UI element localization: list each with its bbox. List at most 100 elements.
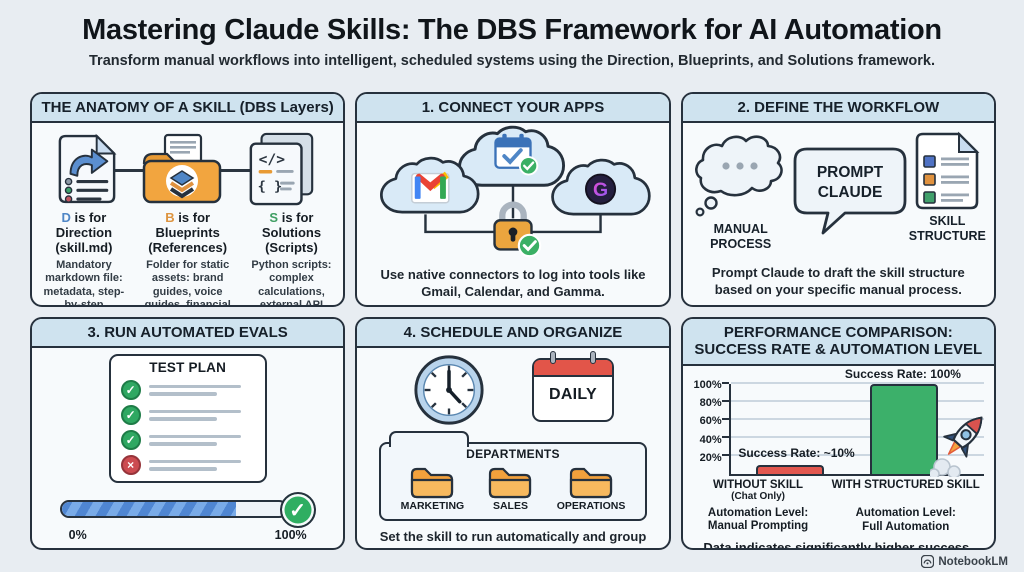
define-figures-row: MANUAL PROCESS PROMPT CLAUDE bbox=[683, 123, 994, 253]
evals-caption: Claude generates test cases to verify th… bbox=[32, 547, 343, 548]
y-tick-label: 20% bbox=[699, 452, 722, 465]
folder-layers-icon bbox=[142, 134, 221, 204]
chart-plot-area: Success Rate: ~10% Success Rate: 100% bbox=[721, 367, 984, 477]
test-plan-card: TEST PLAN ✓✓✓× bbox=[108, 354, 267, 484]
progress-start-label: 0% bbox=[68, 528, 87, 543]
panel-connect: 1. CONNECT YOUR APPS bbox=[355, 92, 671, 307]
department-label: OPERATIONS bbox=[556, 500, 626, 513]
category-with-skill: WITH STRUCTURED SKILL Automation Level: … bbox=[831, 478, 980, 533]
progress-end-label: 100% bbox=[274, 528, 307, 543]
progress-track bbox=[59, 500, 288, 519]
bar-with-skill bbox=[869, 383, 939, 474]
panel-connect-title: 1. CONNECT YOUR APPS bbox=[357, 94, 669, 124]
cloud-diagram: G bbox=[357, 123, 668, 265]
check-icon: ✓ bbox=[120, 380, 141, 401]
folder-icon bbox=[489, 468, 532, 499]
anatomy-labels-row: D is for Direction(skill.md) Mandatory m… bbox=[32, 210, 343, 307]
skill-structure-label: SKILL STRUCTURE bbox=[908, 214, 986, 243]
gridline bbox=[721, 453, 984, 456]
page-subtitle: Transform manual workflows into intellig… bbox=[89, 53, 935, 69]
check-icon: ✓ bbox=[120, 430, 141, 451]
manual-process-figure: MANUAL PROCESS bbox=[691, 131, 791, 251]
page-title: Mastering Claude Skills: The DBS Framewo… bbox=[82, 14, 942, 46]
gridline bbox=[721, 417, 984, 420]
speech-bubble-icon: PROMPT CLAUDE bbox=[793, 147, 907, 235]
rocket-icon bbox=[930, 416, 983, 477]
departments-row: MARKETING SALES OPERATIONS bbox=[389, 463, 637, 512]
y-axis-labels: 100% 80% 60% 40% 20% bbox=[689, 379, 729, 476]
test-row-lines bbox=[148, 459, 241, 471]
panel-evals-title: 3. RUN AUTOMATED EVALS bbox=[32, 319, 344, 349]
test-row-lines bbox=[148, 384, 241, 396]
y-tick-label: 40% bbox=[699, 433, 722, 446]
calendar-check-icon bbox=[494, 133, 539, 176]
svg-text:</>: </> bbox=[259, 151, 286, 168]
departments-title: DEPARTMENTS bbox=[466, 447, 560, 462]
define-caption: Prompt Claude to draft the skill structu… bbox=[711, 265, 965, 297]
thought-bubble-icon bbox=[694, 135, 783, 217]
watermark-label: NotebookLM bbox=[938, 555, 1008, 568]
panel-define-title: 2. DEFINE THE WORKFLOW bbox=[682, 94, 994, 124]
skill-structure-doc-icon bbox=[916, 131, 980, 210]
panel-performance-title: PERFORMANCE COMPARISON: SUCCESS RATE & A… bbox=[682, 319, 994, 366]
category-without-skill: WITHOUT SKILL (Chat Only) Automation Lev… bbox=[707, 478, 809, 533]
test-plan-list: ✓✓✓× bbox=[120, 380, 255, 476]
performance-caption: Data indicates significantly higher succ… bbox=[703, 539, 970, 550]
gmail-icon bbox=[411, 171, 450, 204]
y-tick-label: 100% bbox=[693, 378, 722, 391]
progress-fill bbox=[61, 502, 237, 517]
test-plan-row: ✓ bbox=[120, 430, 255, 451]
schedule-caption: Set the skill to run automatically and g… bbox=[379, 529, 647, 548]
department-folder: MARKETING bbox=[400, 463, 465, 513]
folder-icon bbox=[569, 468, 613, 499]
bar-without-skill bbox=[755, 464, 825, 474]
panel-grid: THE ANATOMY OF A SKILL (DBS Layers) bbox=[30, 92, 996, 550]
svg-text:{ }: { } bbox=[258, 179, 283, 195]
gridline bbox=[721, 435, 984, 438]
calendar-header bbox=[533, 360, 612, 378]
departments-folder: DEPARTMENTS MARKETING SALES OPERATIONS bbox=[378, 431, 647, 522]
department-label: MARKETING bbox=[400, 500, 465, 513]
gridline bbox=[721, 381, 984, 384]
y-tick-label: 80% bbox=[699, 396, 722, 409]
manual-process-label: MANUAL PROCESS bbox=[710, 222, 772, 251]
anatomy-item-solutions: S is for Solutions(Scripts) Python scrip… bbox=[251, 210, 332, 307]
test-plan-title: TEST PLAN bbox=[149, 360, 227, 376]
gamma-icon: G bbox=[584, 173, 617, 205]
lock-icon bbox=[493, 201, 542, 258]
notebooklm-icon bbox=[921, 555, 935, 568]
code-file-icon: </> { } bbox=[250, 133, 314, 206]
folder-icon bbox=[411, 468, 454, 499]
annotation-without-skill: Success Rate: ~10% bbox=[738, 445, 855, 460]
department-folder: OPERATIONS bbox=[556, 463, 626, 513]
page-header: Mastering Claude Skills: The DBS Framewo… bbox=[0, 0, 1024, 69]
anatomy-item-blueprints: B is for Blueprints(References) Folder f… bbox=[144, 210, 231, 307]
skill-structure-figure: SKILL STRUCTURE bbox=[909, 131, 986, 243]
clock-icon bbox=[414, 355, 484, 425]
test-row-lines bbox=[148, 434, 241, 446]
document-arrow-icon bbox=[58, 133, 117, 204]
panel-schedule: 4. SCHEDULE AND ORGANIZE bbox=[355, 317, 671, 550]
test-plan-row: ✓ bbox=[120, 380, 255, 401]
x-axis-labels: WITHOUT SKILL (Chat Only) Automation Lev… bbox=[689, 479, 984, 535]
cross-icon: × bbox=[120, 455, 141, 476]
check-icon: ✓ bbox=[279, 492, 316, 529]
y-tick-label: 60% bbox=[699, 415, 722, 428]
panel-evals: 3. RUN AUTOMATED EVALS TEST PLAN ✓✓✓× ✓ … bbox=[30, 317, 346, 550]
anatomy-item-direction: D is for Direction(skill.md) Mandatory m… bbox=[43, 210, 125, 307]
watermark: NotebookLM bbox=[921, 555, 1008, 568]
svg-text:CLAUDE: CLAUDE bbox=[817, 184, 882, 201]
connect-caption: Use native connectors to log into tools … bbox=[380, 267, 646, 299]
progress-labels: 0% 100% bbox=[69, 528, 307, 542]
department-folder: SALES bbox=[487, 463, 533, 512]
panel-define: 2. DEFINE THE WORKFLOW MANUAL PROCESS PR… bbox=[680, 92, 996, 307]
calendar-pin bbox=[589, 351, 596, 365]
anatomy-icons-row: </> { } bbox=[32, 127, 343, 211]
bar-chart: 100% 80% 60% 40% 20% Success Rate: ~10% Succ… bbox=[689, 367, 984, 477]
calendar-pin bbox=[549, 351, 556, 365]
gridline bbox=[721, 399, 984, 402]
panel-schedule-title: 4. SCHEDULE AND ORGANIZE bbox=[357, 319, 669, 349]
test-plan-row: × bbox=[120, 455, 255, 476]
svg-text:G: G bbox=[593, 179, 608, 201]
svg-text:PROMPT: PROMPT bbox=[817, 164, 884, 181]
